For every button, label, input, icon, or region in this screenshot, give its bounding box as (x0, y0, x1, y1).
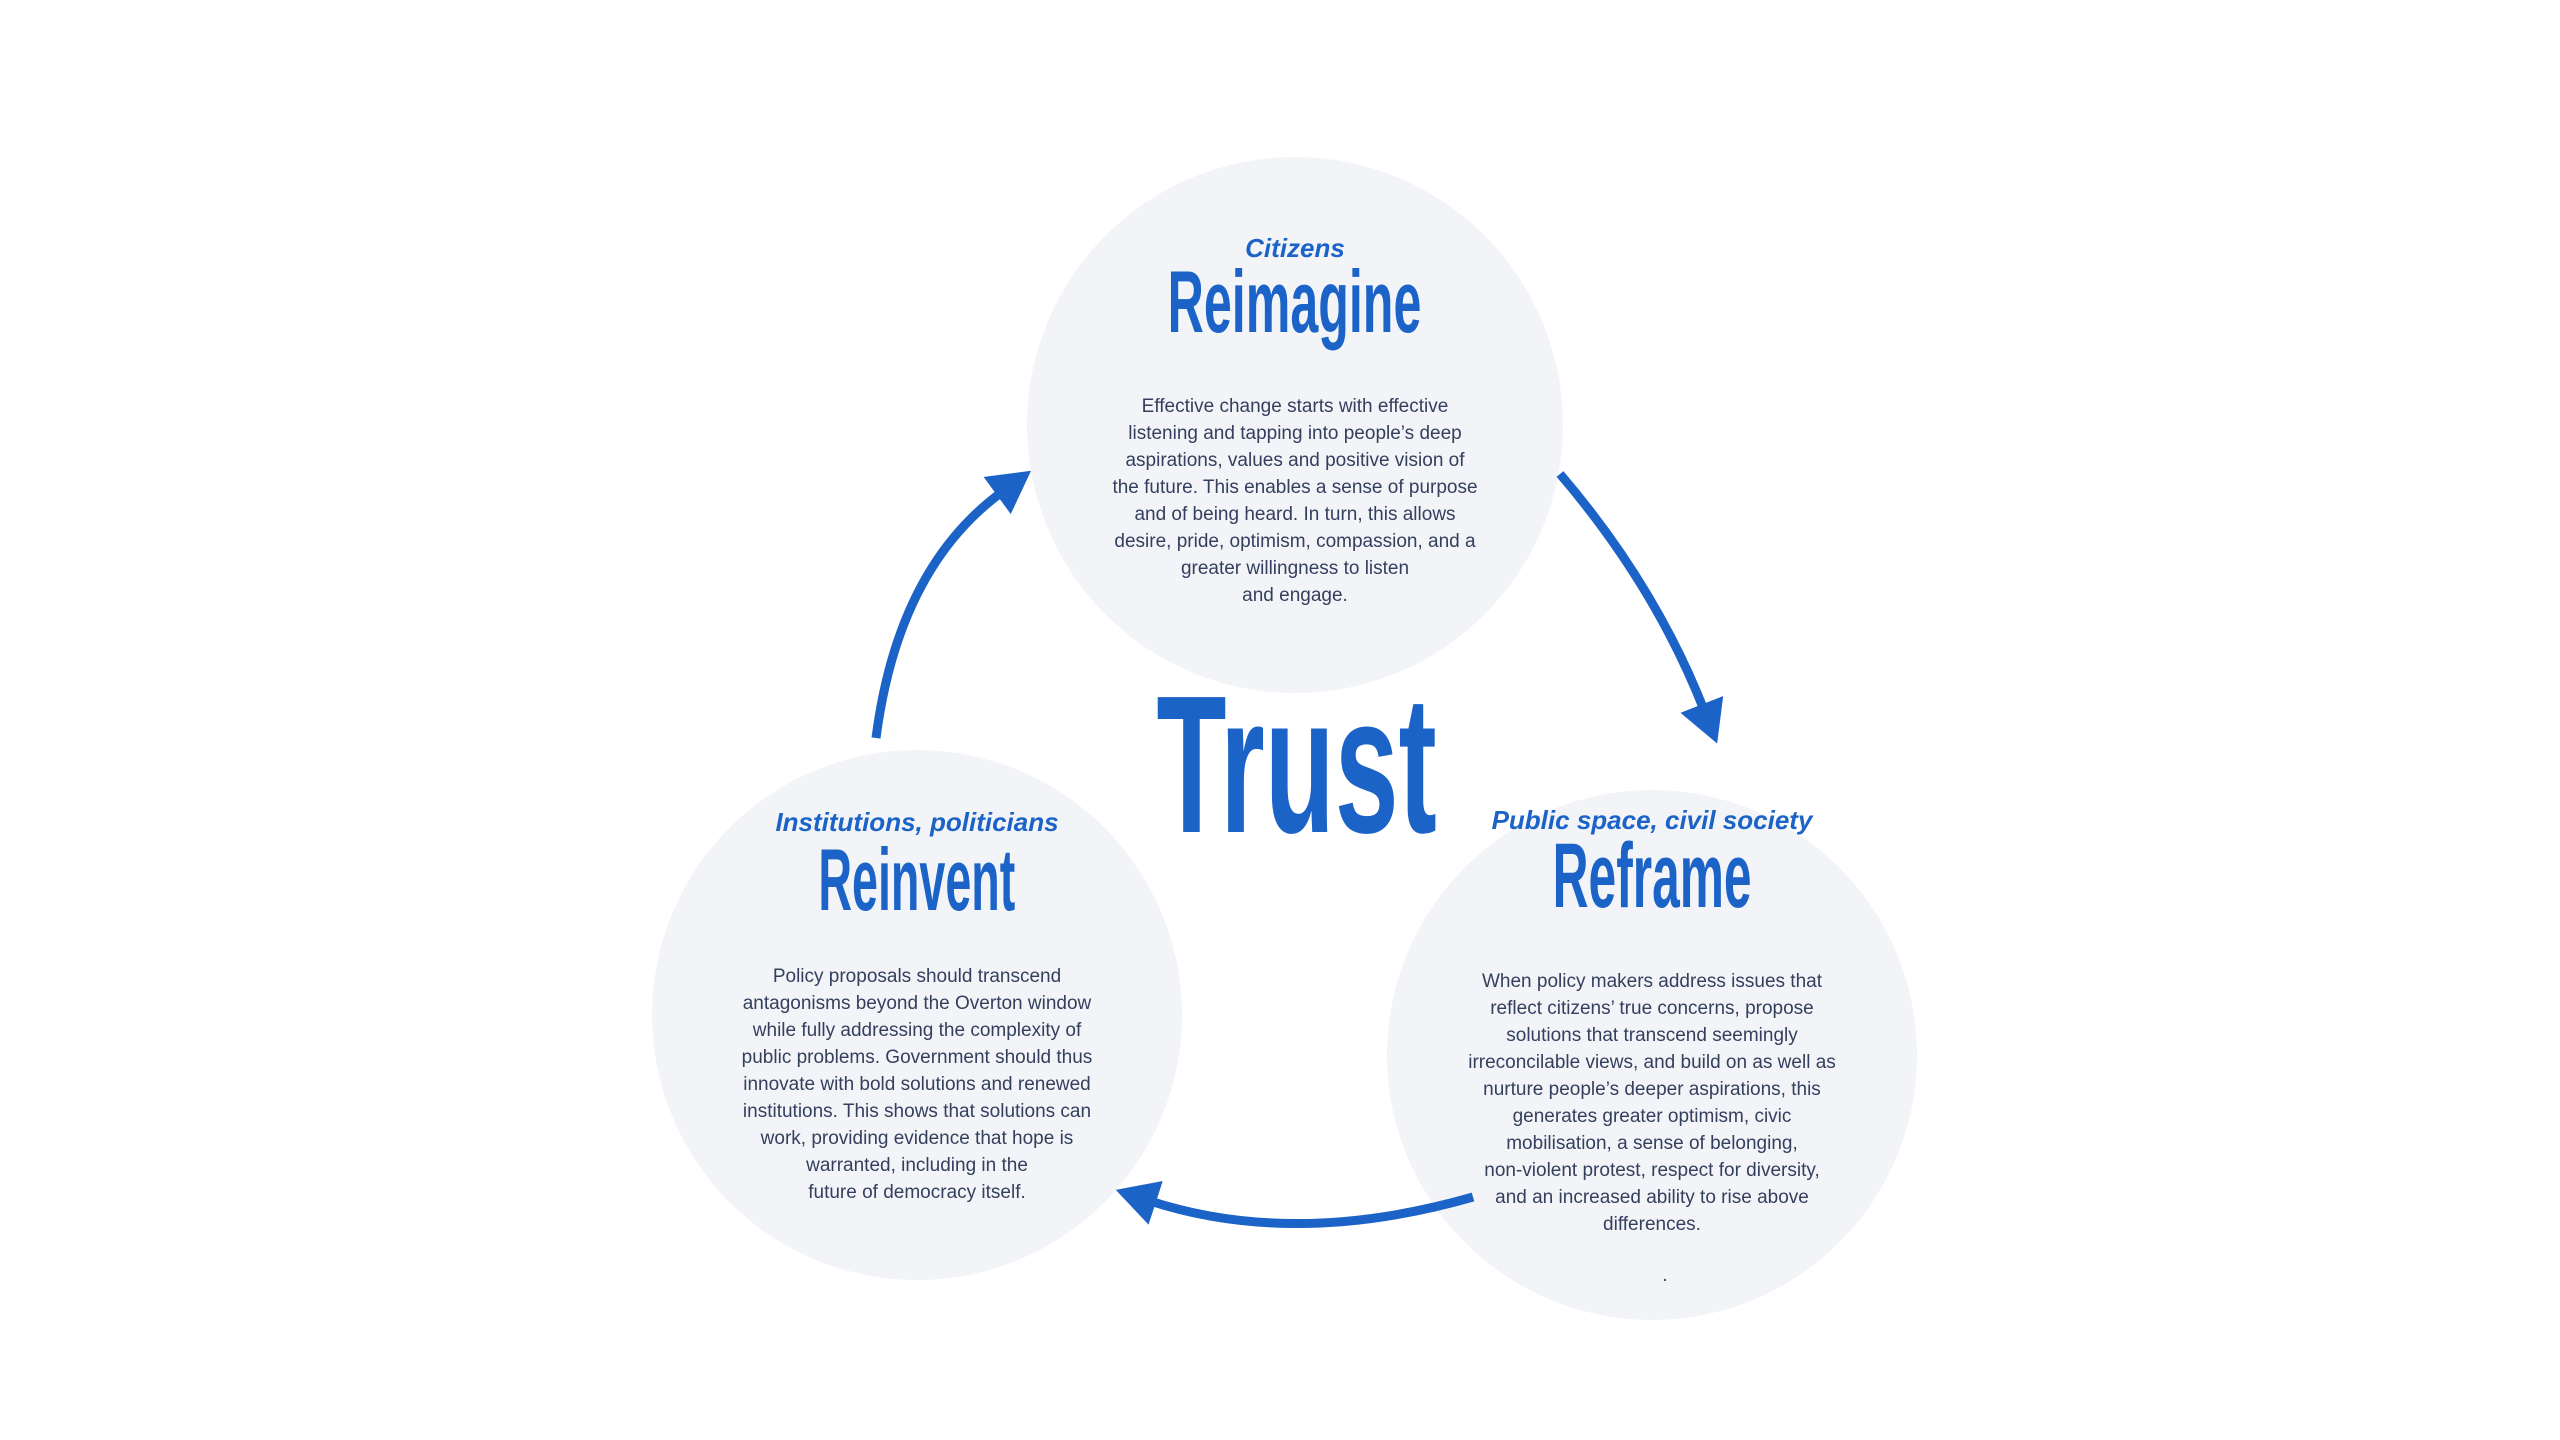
reframe-description: When policy makers address issues that r… (1468, 971, 1836, 1235)
reinvent-audience-label: Institutions, politicians (775, 807, 1059, 837)
stray-period-mark: . (1662, 1265, 1668, 1286)
reimagine-audience-label: Citizens (1245, 233, 1345, 263)
reframe-audience-label: Public space, civil society (1491, 805, 1813, 835)
arrow-reinvent-to-reimagine-icon (871, 470, 1032, 739)
reinvent-circle (652, 750, 1182, 1280)
reimagine-circle (1027, 157, 1563, 693)
trust-center-title: Trust (997, 667, 1597, 863)
reframe-title-text: Reframe (1552, 825, 1752, 927)
reframe-title: Reframe (1352, 830, 1952, 922)
reimagine-title-text: Reimagine (1168, 252, 1422, 351)
reframe-circle (1387, 790, 1917, 1320)
trust-center-title-text: Trust (1156, 655, 1438, 874)
reinvent-description: Policy proposals should transcend antago… (741, 966, 1093, 1203)
reinvent-title-text: Reinvent (818, 830, 1016, 929)
reinvent-title: Reinvent (617, 836, 1217, 924)
reimagine-title: Reimagine (995, 258, 1595, 346)
arrow-reframe-to-reinvent-icon (1115, 1180, 1475, 1229)
arrow-reimagine-to-reframe-icon (1556, 471, 1724, 744)
reimagine-description: Effective change starts with effective l… (1112, 396, 1478, 606)
